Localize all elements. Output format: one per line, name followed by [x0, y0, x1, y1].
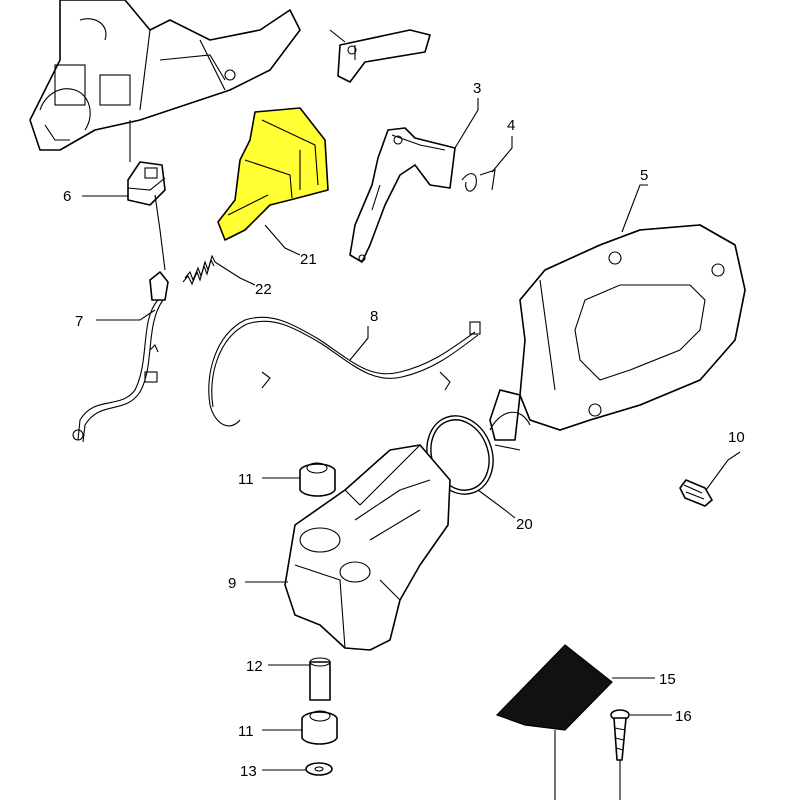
callout-6: 6 — [63, 188, 71, 205]
callout-15: 15 — [659, 671, 676, 688]
callout-labels: 3 4 5 6 7 8 9 10 11 11 12 13 15 16 20 21… — [63, 80, 745, 780]
leader-lines — [82, 98, 741, 800]
part-16-screw — [610, 709, 630, 761]
part-5-rear-handle — [489, 224, 746, 451]
callout-21: 21 — [300, 251, 317, 268]
housing-fragment — [29, 0, 301, 151]
part-15-decal-shape — [495, 644, 613, 731]
part-11-grommet-bottom — [301, 710, 338, 745]
part-4-spring-pin — [461, 169, 496, 192]
part-21-shape — [217, 107, 329, 241]
callout-11-bottom: 11 — [238, 723, 254, 740]
callout-5: 5 — [640, 167, 648, 184]
part-13-washer — [305, 762, 333, 776]
callout-3: 3 — [473, 80, 481, 97]
part-7-wire-harness — [72, 194, 169, 443]
part-21-highlighted — [217, 107, 329, 241]
part-9-housing — [284, 444, 451, 651]
part-3-throttle-trigger — [349, 127, 456, 263]
part-22-spring — [182, 254, 216, 286]
callout-13: 13 — [240, 763, 257, 780]
part-11-grommet-top — [299, 462, 336, 497]
callout-9: 9 — [228, 575, 236, 592]
top-lever-part — [329, 29, 431, 83]
part-12-sleeve — [309, 657, 331, 701]
callout-12: 12 — [246, 658, 263, 675]
callout-11-top: 11 — [238, 471, 254, 488]
callout-4: 4 — [507, 117, 515, 134]
callout-7: 7 — [75, 313, 83, 330]
part-6-switch — [127, 120, 166, 206]
part-10-screw — [679, 479, 713, 507]
callout-16: 16 — [675, 708, 692, 725]
callout-20: 20 — [516, 516, 533, 533]
callout-22: 22 — [255, 281, 272, 298]
part-15-decal — [495, 644, 613, 731]
callout-10: 10 — [728, 429, 745, 446]
callout-8: 8 — [370, 308, 378, 325]
part-8-throttle-cable — [208, 316, 481, 427]
